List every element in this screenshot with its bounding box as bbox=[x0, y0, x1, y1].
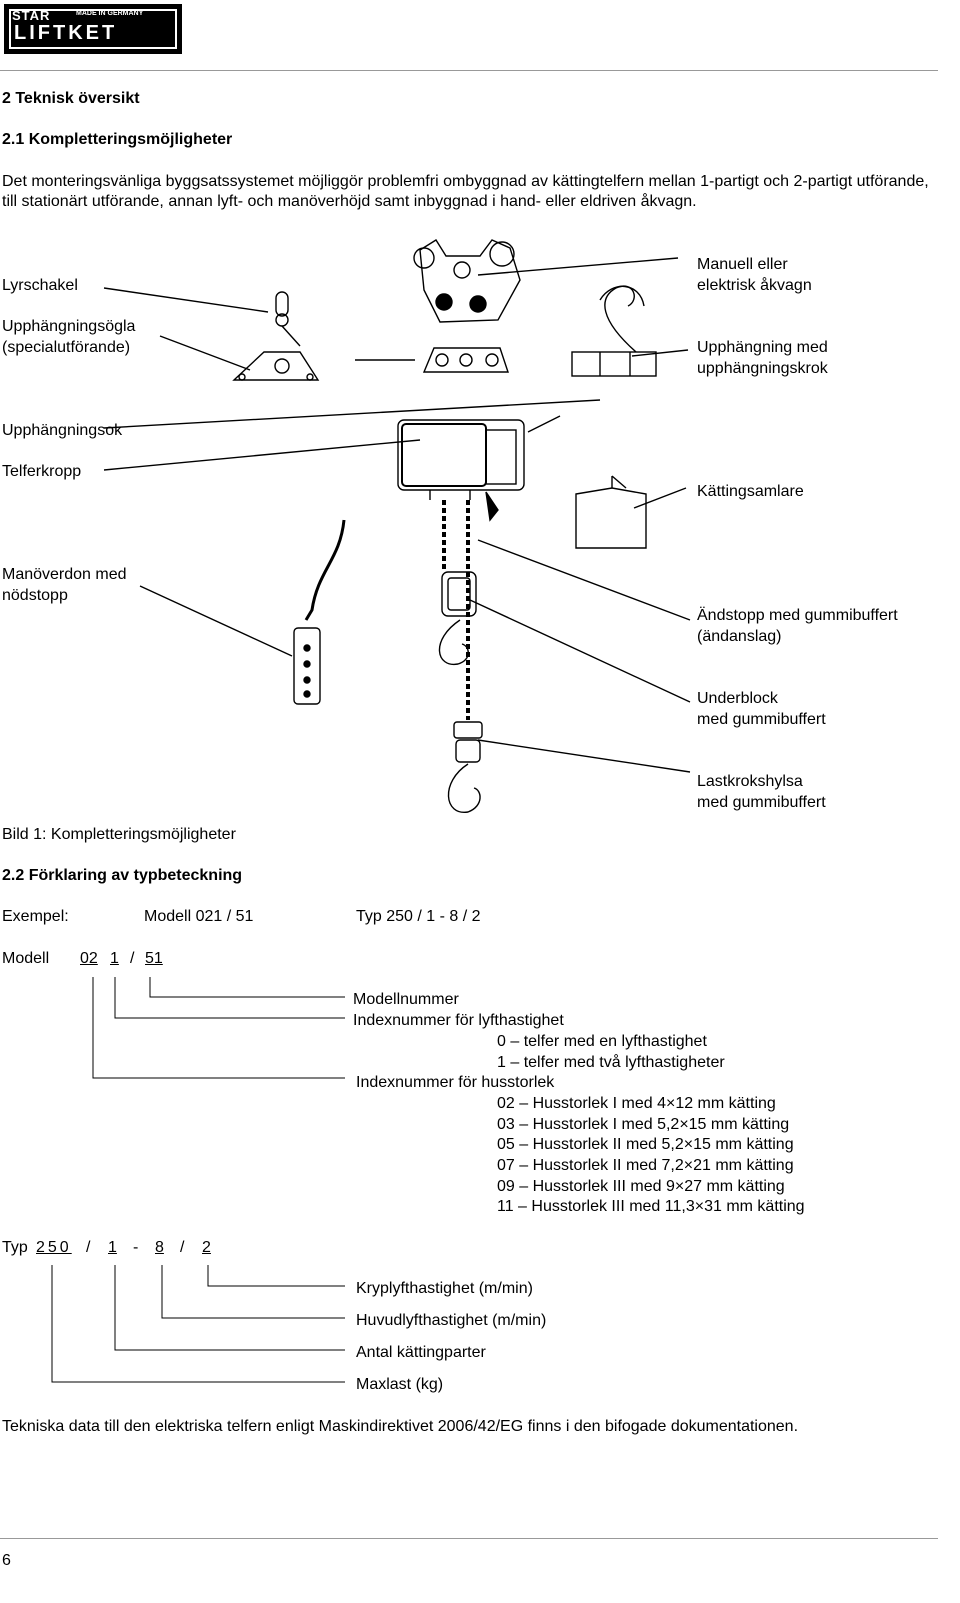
suspension-lug-special bbox=[232, 351, 320, 381]
lyft-option-0: 0 – telfer med en lyfthastighet bbox=[497, 1033, 707, 1050]
example-model: Modell 021 / 51 bbox=[144, 908, 254, 925]
maxlast-label: Maxlast (kg) bbox=[356, 1376, 444, 1393]
typ-part-huvud: 8 bbox=[155, 1239, 164, 1256]
label-ogla-2: (specialutförande) bbox=[2, 339, 131, 356]
antal-label: Antal kättingparter bbox=[356, 1344, 486, 1361]
footer-note: Tekniska data till den elektriska telfer… bbox=[2, 1418, 799, 1435]
leader-lyrschakel bbox=[103, 287, 269, 313]
leader-akvagn bbox=[477, 257, 679, 276]
leader-telferkropp bbox=[103, 439, 421, 471]
hus-option: 11 – Husstorlek III med 11,3×31 mm kätti… bbox=[497, 1198, 805, 1215]
company-logo: STAR MADE IN GERMANY LIFTKET bbox=[4, 4, 182, 54]
section-heading: 2 Teknisk översikt bbox=[2, 90, 140, 107]
modell-part-speed: 1 bbox=[110, 950, 119, 967]
label-akvagn-2: elektrisk åkvagn bbox=[697, 277, 812, 294]
label-krok-1: Upphängning med bbox=[697, 339, 828, 356]
bracket-maxlast bbox=[51, 1265, 345, 1383]
bracket-lyfthastighet bbox=[114, 977, 345, 1019]
hus-option: 03 – Husstorlek I med 5,2×15 mm kätting bbox=[497, 1116, 790, 1133]
intro-paragraph: Det monteringsvänliga byggsatssystemet m… bbox=[2, 173, 929, 210]
lyft-option-1: 1 – telfer med två lyfthastigheter bbox=[497, 1054, 725, 1071]
bracket-modellnummer bbox=[149, 977, 345, 998]
trolley-illustration bbox=[413, 239, 521, 323]
label-manoverdon-2: nödstopp bbox=[2, 587, 68, 604]
label-underblock-2: med gummibuffert bbox=[697, 711, 826, 728]
label-lastkrok-2: med gummibuffert bbox=[697, 794, 826, 811]
logo-liftket: LIFTKET bbox=[14, 22, 118, 44]
leader-ok-right bbox=[527, 415, 561, 433]
typ-sep-1: / bbox=[86, 1239, 91, 1256]
logo-star: STAR bbox=[12, 8, 51, 23]
label-lastkrok-1: Lastkrokshylsa bbox=[697, 773, 803, 790]
example-label: Exempel: bbox=[2, 908, 69, 925]
load-hook-illustration bbox=[447, 721, 483, 813]
label-upphangningsok: Upphängningsok bbox=[2, 422, 123, 439]
leader-manoverdon bbox=[139, 585, 293, 657]
label-akvagn-1: Manuell eller bbox=[697, 256, 788, 273]
typ-sep-3: / bbox=[180, 1239, 185, 1256]
page-number: 6 bbox=[2, 1552, 11, 1569]
subsection-heading-2-2: 2.2 Förklaring av typbeteckning bbox=[2, 867, 243, 884]
hus-option: 02 – Husstorlek I med 4×12 mm kätting bbox=[497, 1095, 776, 1112]
bracket-husstorlek bbox=[92, 977, 345, 1079]
subsection-heading-2-1: 2.1 Kompletteringsmöjligheter bbox=[2, 131, 233, 148]
label-kattingsamlare: Kättingsamlare bbox=[697, 483, 804, 500]
label-andstopp-2: (ändanslag) bbox=[697, 628, 782, 645]
footer-rule bbox=[0, 1538, 938, 1539]
leader-upphangningsok bbox=[103, 399, 601, 429]
leader-kattingsamlare bbox=[633, 487, 687, 509]
leader-ogla bbox=[159, 335, 251, 371]
index-lyfthastighet-label: Indexnummer för lyfthastighet bbox=[353, 1012, 564, 1029]
modell-separator: / bbox=[130, 950, 135, 967]
label-ogla-1: Upphängningsögla bbox=[2, 318, 136, 335]
control-pendant-illustration bbox=[293, 519, 346, 705]
example-type: Typ 250 / 1 - 8 / 2 bbox=[356, 908, 481, 925]
modell-prefix: Modell bbox=[2, 950, 50, 967]
label-andstopp-1: Ändstopp med gummibuffert bbox=[697, 607, 898, 624]
label-manoverdon-1: Manöverdon med bbox=[2, 566, 127, 583]
label-krok-2: upphängningskrok bbox=[697, 360, 828, 377]
suspension-hook-illustration bbox=[571, 285, 657, 377]
typ-part-kryp: 2 bbox=[202, 1239, 211, 1256]
bottom-block-illustration bbox=[438, 571, 477, 665]
bracket-antal bbox=[114, 1265, 345, 1351]
typ-prefix: Typ bbox=[2, 1239, 28, 1256]
label-lyrschakel: Lyrschakel bbox=[2, 277, 78, 294]
huvud-label: Huvudlyfthastighet (m/min) bbox=[356, 1312, 547, 1329]
bracket-huvud bbox=[161, 1265, 345, 1319]
leader-andstopp bbox=[477, 539, 691, 621]
typ-part-antal: 1 bbox=[108, 1239, 117, 1256]
typ-sep-2: - bbox=[133, 1239, 139, 1256]
hus-option: 09 – Husstorlek III med 9×27 mm kätting bbox=[497, 1178, 785, 1195]
kryp-label: Kryplyfthastighet (m/min) bbox=[356, 1280, 533, 1297]
index-husstorlek-label: Indexnummer för husstorlek bbox=[356, 1074, 555, 1091]
hoist-body-illustration bbox=[397, 419, 525, 522]
modellnummer-label: Modellnummer bbox=[353, 991, 459, 1008]
modell-part-number: 51 bbox=[145, 950, 163, 967]
logo-made-in: MADE IN GERMANY bbox=[76, 10, 144, 17]
chain-collector-illustration bbox=[575, 475, 647, 549]
bracket-kryp bbox=[207, 1265, 345, 1287]
suspension-yoke bbox=[422, 347, 509, 373]
hus-option: 05 – Husstorlek II med 5,2×15 mm kätting bbox=[497, 1136, 794, 1153]
label-telferkropp: Telferkropp bbox=[2, 463, 82, 480]
shackle-illustration bbox=[275, 291, 289, 327]
leader-krok bbox=[631, 349, 689, 357]
leader-lastkrok bbox=[477, 739, 691, 773]
header-rule bbox=[0, 70, 938, 71]
modell-part-size: 02 bbox=[80, 950, 98, 967]
figure-caption: Bild 1: Kompletteringsmöjligheter bbox=[2, 826, 236, 843]
typ-part-maxlast: 250 bbox=[36, 1239, 72, 1256]
label-underblock-1: Underblock bbox=[697, 690, 778, 707]
hus-option: 07 – Husstorlek II med 7,2×21 mm kätting bbox=[497, 1157, 794, 1174]
leader-underblock bbox=[469, 599, 691, 703]
leader-ogla-arrow bbox=[281, 325, 301, 347]
hoist-components-figure bbox=[103, 239, 691, 813]
